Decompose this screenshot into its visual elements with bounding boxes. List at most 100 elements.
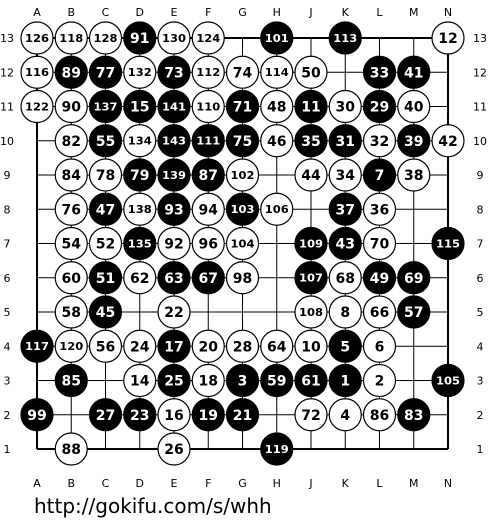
black-stone <box>294 363 328 398</box>
move-number: 58 <box>62 305 81 321</box>
move-number: 130 <box>162 33 186 45</box>
column-label-bottom: F <box>205 477 211 490</box>
move-number: 61 <box>301 374 320 390</box>
black-stone <box>88 295 123 329</box>
white-stone <box>294 295 328 329</box>
black-stone <box>191 158 225 192</box>
move-number: 93 <box>164 202 183 218</box>
black-stone <box>88 261 123 295</box>
white-stone <box>123 192 157 226</box>
white-stone <box>328 158 362 192</box>
black-stone <box>260 363 294 398</box>
move-number: 108 <box>299 307 323 319</box>
move-number: 6 <box>375 339 385 355</box>
move-number: 69 <box>404 271 423 287</box>
white-stone <box>328 89 362 124</box>
white-stone <box>54 432 88 466</box>
source-url[interactable]: http://gokifu.com/s/whh <box>34 494 272 518</box>
black-stone <box>294 124 328 158</box>
white-stone <box>191 329 225 363</box>
white-stone <box>54 295 88 329</box>
white-stone <box>260 192 294 226</box>
black-stone <box>191 124 225 158</box>
white-stone <box>54 124 88 158</box>
move-number: 28 <box>233 339 252 355</box>
move-number: 11 <box>301 100 320 116</box>
row-label-right: 2 <box>477 409 484 422</box>
move-number: 35 <box>301 134 320 150</box>
white-stone <box>225 55 260 89</box>
white-stone <box>397 158 431 192</box>
move-number: 8 <box>340 305 350 321</box>
white-stone <box>191 55 225 89</box>
black-stone <box>294 226 328 261</box>
white-stone <box>20 55 54 89</box>
move-number: 30 <box>336 100 356 116</box>
black-stone <box>328 21 362 55</box>
black-stone <box>157 158 191 192</box>
white-stone <box>88 329 123 363</box>
black-stone <box>157 124 191 158</box>
column-label-bottom: G <box>238 477 247 490</box>
black-stone <box>328 124 362 158</box>
move-number: 16 <box>164 408 183 424</box>
move-number: 107 <box>299 273 323 285</box>
move-number: 67 <box>199 271 218 287</box>
move-number: 59 <box>267 374 286 390</box>
move-number: 90 <box>62 100 82 116</box>
move-number: 112 <box>196 67 220 79</box>
black-stone <box>397 55 431 89</box>
move-number: 122 <box>25 101 49 113</box>
white-stone <box>54 192 88 226</box>
move-number: 33 <box>370 65 389 81</box>
move-number: 74 <box>233 65 253 81</box>
move-number: 66 <box>370 305 389 321</box>
move-number: 104 <box>231 238 255 250</box>
white-stone <box>362 363 397 398</box>
move-number: 102 <box>231 170 255 182</box>
row-label-left: 5 <box>4 306 11 319</box>
black-stone <box>362 89 397 124</box>
column-label-top: F <box>205 6 211 19</box>
white-stone <box>397 89 431 124</box>
move-number: 82 <box>62 134 81 150</box>
black-stone <box>431 226 465 261</box>
move-number: 138 <box>128 204 152 216</box>
move-number: 49 <box>370 271 389 287</box>
move-number: 5 <box>340 339 350 355</box>
black-stone <box>362 261 397 295</box>
row-label-right: 11 <box>473 101 487 114</box>
white-stone <box>294 158 328 192</box>
move-number: 56 <box>96 339 115 355</box>
move-number: 113 <box>333 33 357 45</box>
white-stone <box>260 329 294 363</box>
white-stone <box>431 21 465 55</box>
white-stone <box>362 226 397 261</box>
column-label-top: A <box>33 6 41 19</box>
white-stone <box>54 21 88 55</box>
move-number: 1 <box>340 374 350 390</box>
black-stone <box>123 89 157 124</box>
move-number: 89 <box>62 65 81 81</box>
row-label-left: 11 <box>0 101 14 114</box>
black-stone <box>157 192 191 226</box>
row-label-left: 13 <box>0 32 14 45</box>
move-number: 43 <box>336 237 355 253</box>
white-stone <box>123 55 157 89</box>
black-stone <box>88 398 123 432</box>
move-number: 34 <box>336 168 356 184</box>
white-stone <box>157 398 191 432</box>
move-number: 21 <box>233 408 252 424</box>
move-number: 92 <box>164 237 183 253</box>
move-number: 75 <box>233 134 252 150</box>
black-stone <box>191 261 225 295</box>
black-stone <box>54 55 88 89</box>
move-number: 143 <box>162 136 186 148</box>
white-stone <box>157 226 191 261</box>
move-number: 42 <box>438 134 457 150</box>
white-stone <box>328 261 362 295</box>
black-stone <box>123 226 157 261</box>
column-label-bottom: L <box>376 477 383 490</box>
move-number: 115 <box>436 238 460 250</box>
move-number: 124 <box>196 33 220 45</box>
